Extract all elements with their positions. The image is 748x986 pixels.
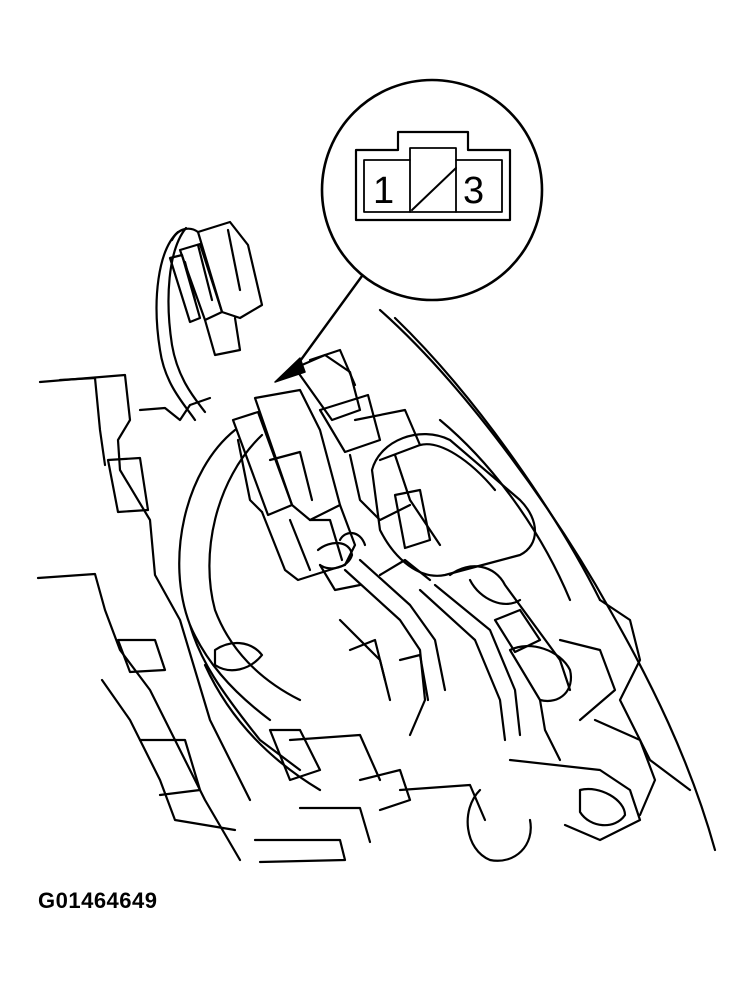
- upper-connector: [155, 220, 264, 422]
- figure-code: G01464649: [38, 888, 158, 913]
- connector-face-icon: [354, 130, 512, 222]
- pin-label-3: 3: [463, 170, 484, 212]
- pointer-arrow-icon: [274, 274, 364, 383]
- connector-callout: 1 3: [320, 78, 544, 302]
- component-cluster: [293, 348, 536, 577]
- pin-label-1: 1: [373, 170, 394, 212]
- body-panel: [378, 308, 717, 852]
- hose: [178, 428, 322, 792]
- lower-harness: [288, 558, 642, 862]
- main-connector: [231, 388, 367, 592]
- engine-outline: [36, 373, 372, 864]
